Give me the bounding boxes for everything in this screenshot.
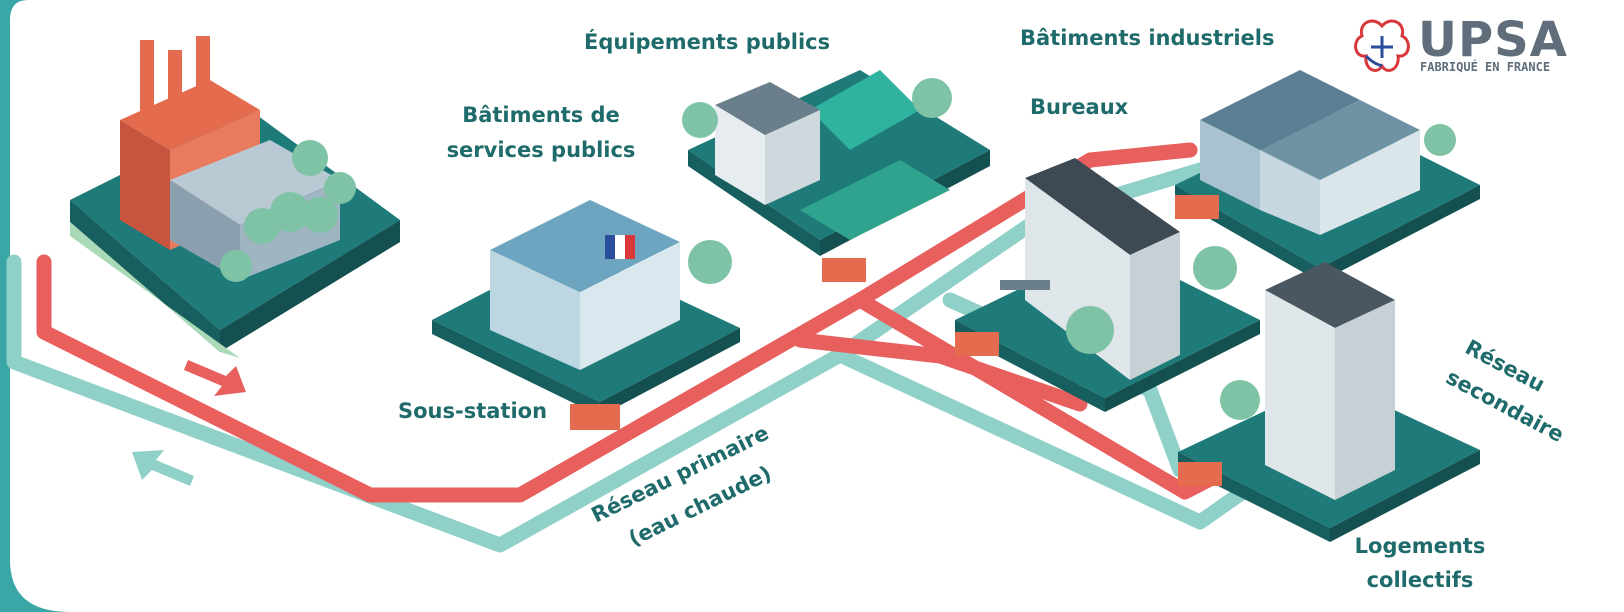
label-offices: Bureaux [1030,95,1129,119]
label-public-services-line2: services publics [446,138,636,162]
label-housing-line2: collectifs [1366,568,1474,592]
label-public-services-line1: Bâtiments de [462,103,620,127]
residential-building-illustration [1178,262,1480,542]
office-building-illustration [955,158,1260,412]
label-industrial-buildings: Bâtiments industriels [1020,26,1275,50]
label-housing-line1: Logements [1354,534,1486,558]
return-arrow-icon [132,450,194,486]
logo-tagline: FABRIQUÉ EN FRANCE [1420,60,1551,74]
industrial-buildings-illustration [1175,70,1480,282]
clover-logo-icon [1354,19,1410,72]
public-equipment-illustration [682,70,990,282]
logo-name: UPSA [1418,12,1568,68]
supply-arrow-icon [184,360,246,396]
factory-illustration [70,36,400,358]
label-public-equipment: Équipements publics [584,30,831,54]
label-substation: Sous-station [398,399,548,423]
upsa-logo: UPSA FABRIQUÉ EN FRANCE [1352,12,1624,82]
public-services-building-illustration [432,200,740,430]
